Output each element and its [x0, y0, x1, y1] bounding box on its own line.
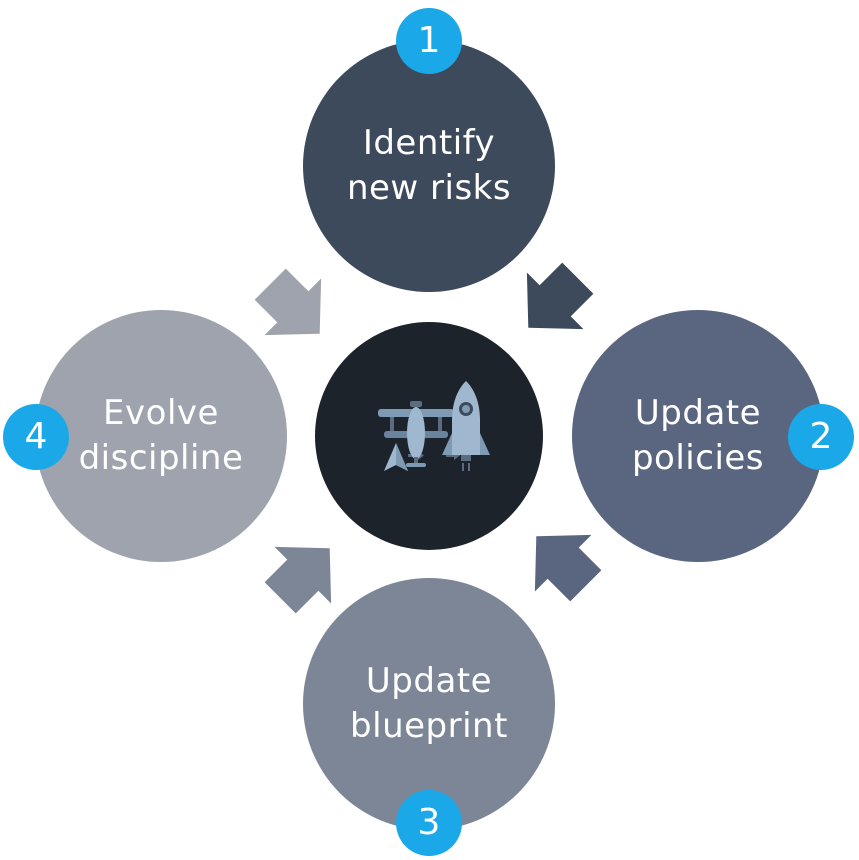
arrow-4-to-1 [254, 268, 322, 336]
arrow-3-to-4 [264, 546, 332, 614]
step-1-circle: Identify new risks [303, 40, 555, 292]
step-4-circle: Evolve discipline [35, 310, 287, 562]
center-hub [315, 322, 543, 550]
step-2-badge: 2 [788, 404, 854, 470]
step-3-circle: Update blueprint [303, 578, 555, 830]
step-4-line1: Evolve [103, 393, 219, 433]
step-3-line2: blueprint [350, 706, 508, 746]
arrow-2-to-3 [534, 534, 602, 602]
step-4-line2: discipline [78, 438, 244, 478]
step-3-badge: 3 [396, 790, 462, 856]
step-1-line1: Identify [362, 123, 496, 163]
step-1-line2: new risks [346, 168, 512, 208]
paper-plane-icon [384, 443, 408, 471]
step-2-line2: policies [631, 438, 765, 478]
rocket-icon [442, 381, 490, 471]
step-2-line1: Update [634, 393, 762, 433]
arrow-1-to-2 [526, 262, 594, 330]
step-2-circle: Update policies [572, 310, 824, 562]
step-4-badge: 4 [3, 404, 69, 470]
step-3-line1: Update [365, 661, 493, 701]
biplane-icon [378, 401, 454, 467]
step-1-badge: 1 [396, 8, 462, 74]
aircraft-evolution-icon [378, 381, 490, 471]
